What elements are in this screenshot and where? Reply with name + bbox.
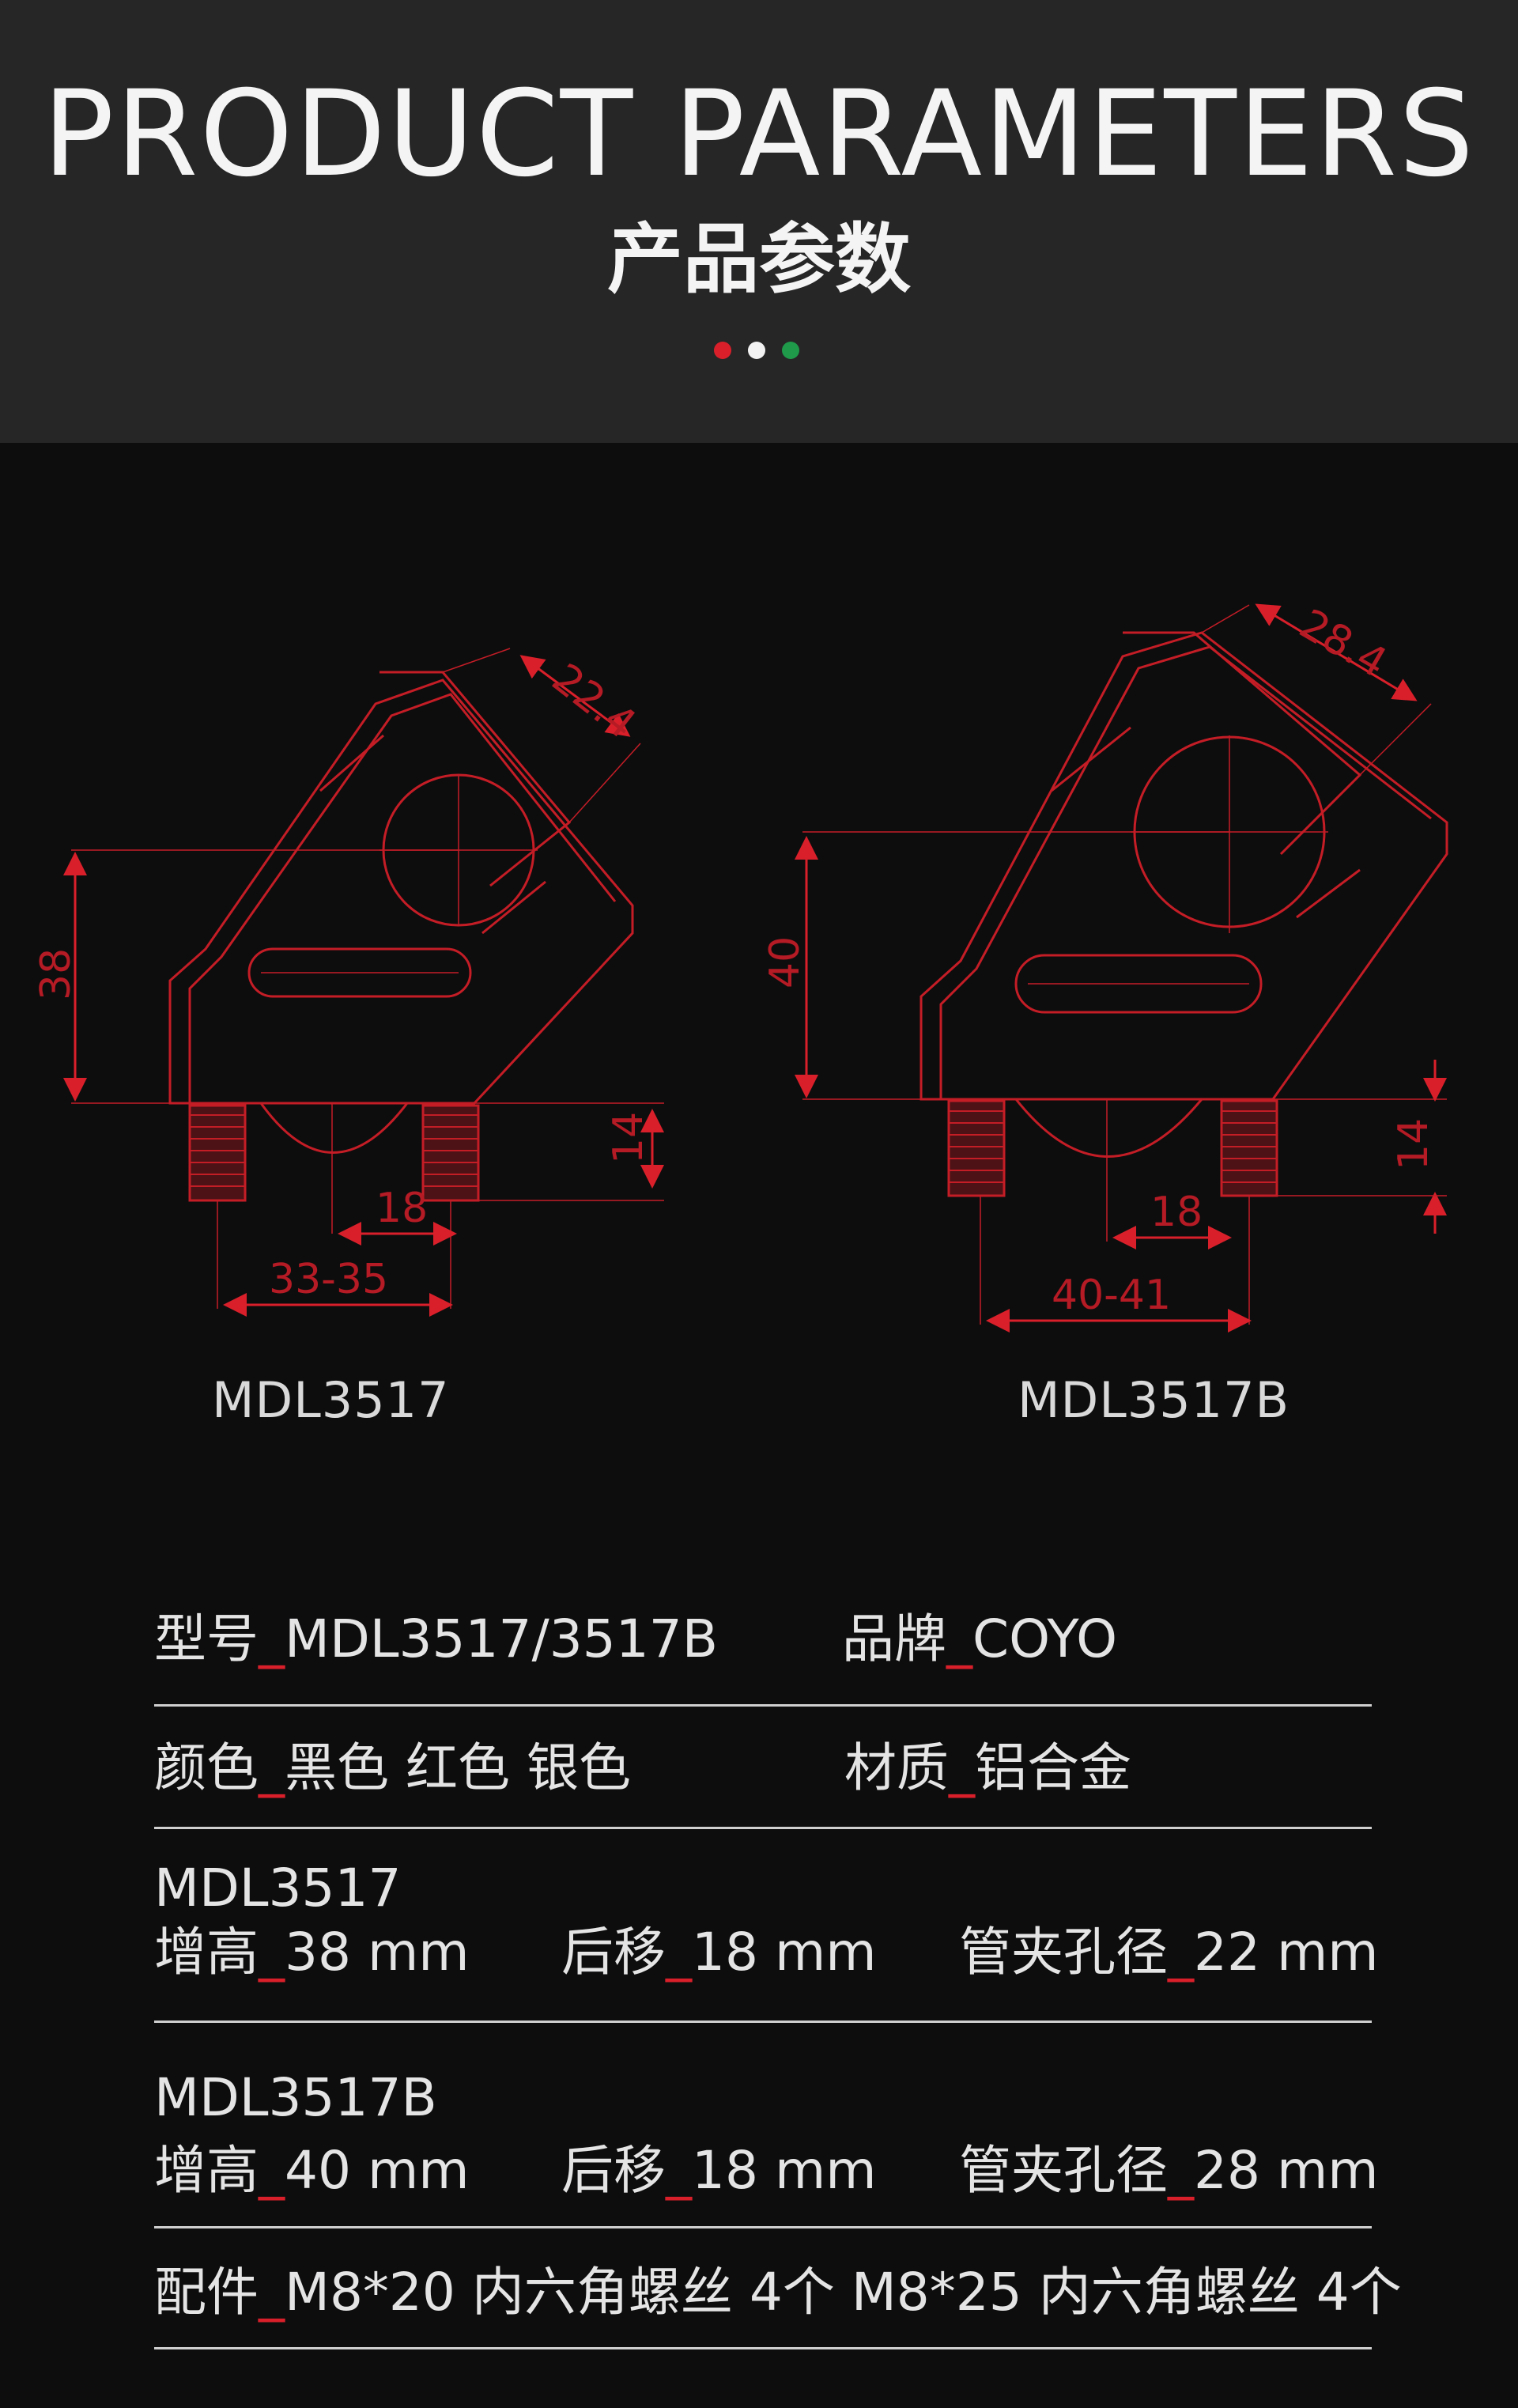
dim-left-span: 33-35 [269, 1256, 388, 1303]
dot-indicator [0, 342, 1518, 359]
dim-left-offset: 18 [376, 1185, 428, 1232]
spec-acc-value: M8*20 内六角螺丝 4个 M8*25 内六角螺丝 4个 [285, 2262, 1402, 2323]
row-divider [154, 1704, 1372, 1707]
page-title-en: PRODUCT PARAMETERS [42, 66, 1476, 203]
spec-back-value: 18 mm [692, 2140, 877, 2201]
spec-back-key: 后移 [561, 1922, 666, 1983]
dot-green [782, 342, 799, 359]
dim-right-top: 28.4 [1292, 600, 1395, 687]
separator: _ [259, 2140, 285, 2201]
spec-rise-3517b: 增高_40 mm [154, 2145, 470, 2197]
spec-subtitle-mdl3517: MDL3517 [154, 1858, 402, 1918]
separator: _ [259, 1737, 285, 1798]
spec-color-value: 黑色 红色 银色 [285, 1737, 631, 1798]
spec-back-3517b: 后移_18 mm [561, 2145, 877, 2197]
spec-subtitle-mdl3517b: MDL3517B [154, 2067, 437, 2128]
dim-right-span: 40-41 [1052, 1272, 1171, 1319]
spec-material: 材质_铝合金 [844, 1742, 1131, 1794]
spec-rise-value: 40 mm [285, 2140, 470, 2201]
spec-rise-3517: 增高_38 mm [154, 1926, 470, 1979]
spec-back-key: 后移 [561, 2140, 666, 2201]
spec-clamp-value: 28 mm [1194, 2140, 1379, 2201]
riser-drawing-left [63, 648, 664, 1317]
spec-back-3517: 后移_18 mm [561, 1926, 877, 1979]
spec-clamp-key: 管夹孔径 [959, 2140, 1168, 2201]
spec-clamp-3517b: 管夹孔径_28 mm [959, 2145, 1379, 2197]
spec-material-key: 材质 [844, 1737, 949, 1798]
spec-clamp-key: 管夹孔径 [959, 1922, 1168, 1983]
separator: _ [666, 1922, 692, 1983]
dot-red [714, 342, 731, 359]
spec-material-value: 铝合金 [975, 1737, 1131, 1798]
separator: _ [259, 2262, 285, 2323]
separator: _ [1168, 2140, 1194, 2201]
spec-model-value: MDL3517/3517B [285, 1608, 718, 1669]
header-band: PRODUCT PARAMETERS 产品参数 [0, 0, 1518, 443]
separator: _ [259, 1608, 285, 1669]
spec-brand-value: COYO [972, 1608, 1118, 1669]
spec-back-value: 18 mm [692, 1922, 877, 1983]
dim-right-thread: 14 [1390, 1118, 1437, 1170]
spec-model-key: 型号 [154, 1608, 259, 1669]
dim-left-thread: 14 [605, 1112, 652, 1164]
model-label-right: MDL3517B [1018, 1371, 1290, 1429]
dim-left-top: 22.4 [543, 655, 644, 749]
page-title-cn: 产品参数 [607, 215, 911, 304]
drawing-svg: 22.4 38 14 18 33-35 [32, 600, 1448, 1333]
dim-labels-right: 28.4 40 14 18 40-41 [761, 600, 1437, 1319]
separator: _ [949, 1737, 975, 1798]
row-divider [154, 2021, 1372, 2023]
technical-drawing-area: 22.4 38 14 18 33-35 [0, 443, 1518, 1550]
row-divider [154, 1827, 1372, 1829]
spec-clamp-3517: 管夹孔径_22 mm [959, 1926, 1379, 1979]
spec-clamp-value: 22 mm [1194, 1922, 1379, 1983]
row-divider [154, 2226, 1372, 2228]
spec-rise-key: 增高 [154, 1922, 259, 1983]
row-divider [154, 2347, 1372, 2349]
dim-left-height: 38 [32, 948, 80, 1000]
spec-color: 颜色_黑色 红色 银色 [154, 1742, 631, 1794]
spec-rise-key: 增高 [154, 2140, 259, 2201]
spec-model: 型号_MDL3517/3517B [154, 1613, 718, 1665]
spec-rise-value: 38 mm [285, 1922, 470, 1983]
riser-drawing-right [795, 603, 1448, 1333]
separator: _ [946, 1608, 972, 1669]
dot-white [748, 342, 765, 359]
separator: _ [666, 2140, 692, 2201]
spec-brand: 品牌_COYO [842, 1613, 1117, 1665]
model-label-left: MDL3517 [212, 1371, 450, 1429]
spec-accessories: 配件_M8*20 内六角螺丝 4个 M8*25 内六角螺丝 4个 [154, 2266, 1402, 2319]
separator: _ [1168, 1922, 1194, 1983]
spec-acc-key: 配件 [154, 2262, 259, 2323]
spec-brand-key: 品牌 [842, 1608, 946, 1669]
separator: _ [259, 1922, 285, 1983]
dim-right-offset: 18 [1150, 1189, 1203, 1236]
dim-right-height: 40 [761, 936, 809, 989]
spec-color-key: 颜色 [154, 1737, 259, 1798]
